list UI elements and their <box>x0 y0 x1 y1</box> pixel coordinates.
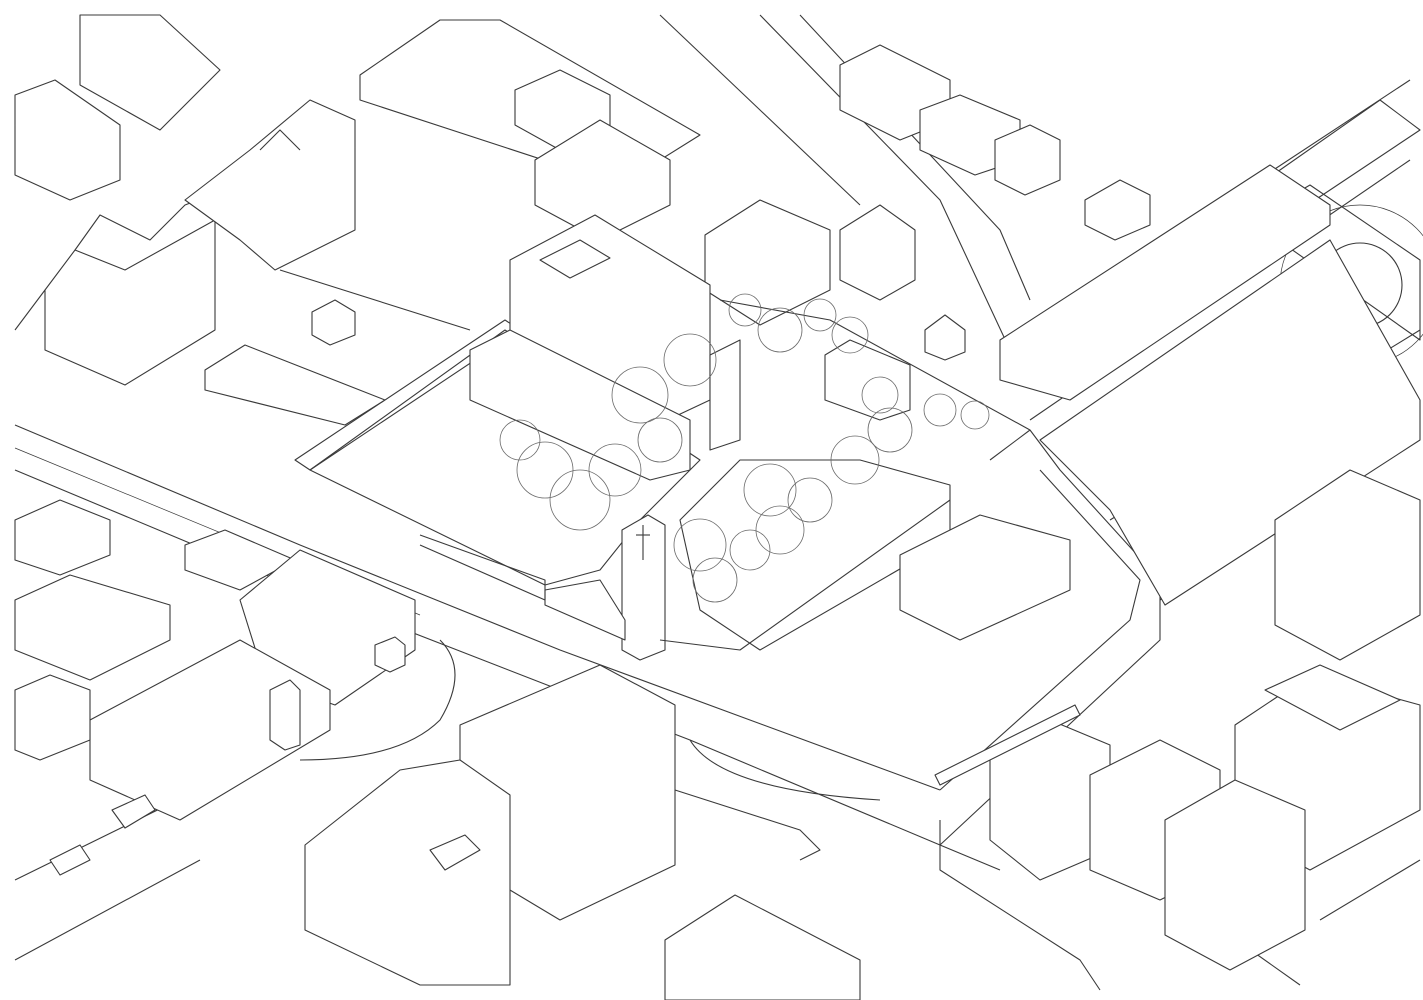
tree <box>611 366 669 424</box>
north-road-1 <box>759 14 1011 351</box>
bell-tower <box>621 514 666 661</box>
north-road-3 <box>659 14 861 206</box>
parking-rows <box>279 269 471 331</box>
garden-wall-east <box>659 499 951 651</box>
east-road-edge-1 <box>939 469 1141 791</box>
entrance-ramp <box>419 534 546 601</box>
tree <box>588 443 642 497</box>
church-entrance <box>709 339 741 451</box>
block-bottom-center <box>664 894 861 1000</box>
gabled-house-south <box>304 759 511 986</box>
chimney-1 <box>269 679 301 751</box>
tree <box>637 417 683 463</box>
tree <box>867 407 913 453</box>
long-hall-east-side <box>1039 239 1421 606</box>
curved-driveway <box>299 639 456 761</box>
garden-wall-north <box>719 299 1031 461</box>
trees <box>499 293 990 603</box>
building-southwest-2 <box>14 574 171 681</box>
row-house-top <box>184 99 356 271</box>
tree <box>692 557 738 603</box>
block-northeast-3 <box>994 124 1061 196</box>
entrance-stairs <box>544 579 626 641</box>
tree <box>831 316 869 354</box>
tree <box>861 376 899 414</box>
tall-block-northwest <box>79 14 221 131</box>
church-skylight <box>539 239 611 279</box>
tree <box>757 307 803 353</box>
tree <box>663 333 717 387</box>
bottom-road-1 <box>939 820 1101 991</box>
church-complex <box>294 214 1031 661</box>
block-north-3 <box>534 119 671 241</box>
buildings-east-south <box>304 164 1421 1000</box>
long-hall-east <box>999 164 1331 401</box>
long-house-south <box>89 639 331 821</box>
dormer-south <box>429 834 481 871</box>
curved-road-south <box>689 739 881 801</box>
block-north-5 <box>839 204 916 301</box>
tree <box>673 518 727 572</box>
block-northeast-4 <box>1084 179 1151 241</box>
bottom-left-street-2 <box>14 859 201 961</box>
corner-house-west <box>14 79 121 201</box>
tree <box>960 400 990 430</box>
tree <box>787 477 833 523</box>
tree <box>729 529 771 571</box>
block-east-mid <box>899 514 1071 641</box>
dormer-1 <box>111 794 156 829</box>
garage-row-1 <box>204 344 386 426</box>
parish-house <box>824 339 911 421</box>
building-southwest-3 <box>184 529 296 591</box>
small-gabled-hut <box>924 314 966 361</box>
buildings-west <box>14 14 471 876</box>
block-east-tall <box>1274 469 1421 661</box>
tree <box>923 393 957 427</box>
tree <box>803 298 837 332</box>
tree <box>516 441 574 499</box>
tree <box>743 463 797 517</box>
bottom-right-road <box>1319 859 1421 921</box>
dormer-2 <box>49 844 91 876</box>
block-north-4 <box>704 199 831 326</box>
courtyard-wall-south <box>674 789 821 861</box>
retaining-wall-east <box>934 704 1081 786</box>
block-south-4 <box>1164 779 1306 971</box>
tree <box>830 435 880 485</box>
garden-lawn <box>679 459 951 651</box>
tree <box>499 419 541 461</box>
building-southwest-1 <box>14 499 111 576</box>
left-street-1 <box>14 289 46 331</box>
buildings-north <box>359 19 1151 361</box>
row-house-dormers <box>259 129 301 151</box>
small-shed <box>311 299 356 346</box>
chimney-2 <box>374 636 406 673</box>
house-gabled-west <box>44 219 216 386</box>
tree <box>549 469 611 531</box>
low-house-south <box>14 674 91 761</box>
block-south-5 <box>1264 664 1401 731</box>
main-road-north-edge <box>14 424 941 791</box>
tree <box>728 293 762 327</box>
church-low-wing <box>469 329 691 481</box>
tree <box>755 505 805 555</box>
